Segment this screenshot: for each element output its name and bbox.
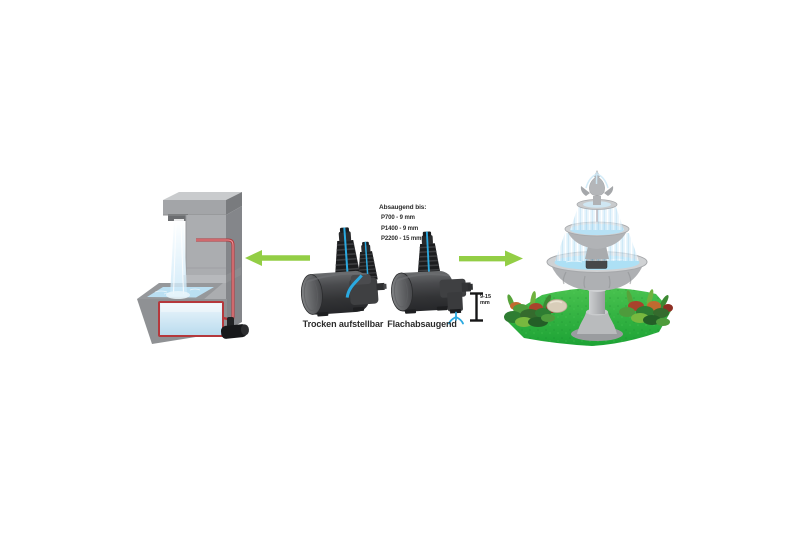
reservoir-cutaway: [158, 301, 224, 337]
measurement-bracket-icon: [470, 292, 483, 322]
fountain-pedestal: [571, 286, 623, 341]
fountain-illustration: [504, 170, 673, 346]
suction-spec-line: P1400 - 9 mm: [381, 225, 419, 232]
arrow-right-icon: [459, 250, 523, 267]
fountain-plants-right: [619, 289, 673, 326]
measurement-value: 9-15: [480, 294, 492, 300]
pump-trocken-illustration: [300, 225, 387, 317]
arrow-left-icon: [245, 250, 310, 266]
pump1-label: Trocken aufstellbar: [302, 319, 384, 329]
suction-spec-line: P2200 - 15 mm: [381, 236, 422, 242]
water-curtain-upper: [570, 207, 624, 230]
waterfall-feature-illustration: [137, 192, 249, 344]
measurement-label: 9-15 mm: [480, 294, 491, 306]
suction-spec-line: P700 - 9 mm: [381, 215, 415, 221]
measurement-unit: mm: [480, 300, 490, 306]
suction-splash-icon: [448, 311, 464, 325]
suction-spec: Absaugend bis: P700 - 9 mm P1400 - 9 mm …: [379, 204, 426, 247]
pump-flach-illustration: [391, 230, 473, 314]
water-stream: [166, 219, 190, 299]
suction-spec-title: Absaugend bis:: [379, 204, 427, 211]
fountain-rock: [546, 299, 568, 313]
pump2-label: Flachabsaugend: [387, 319, 457, 329]
fountain-finial: [576, 170, 618, 210]
reservoir-pump: [220, 317, 249, 339]
